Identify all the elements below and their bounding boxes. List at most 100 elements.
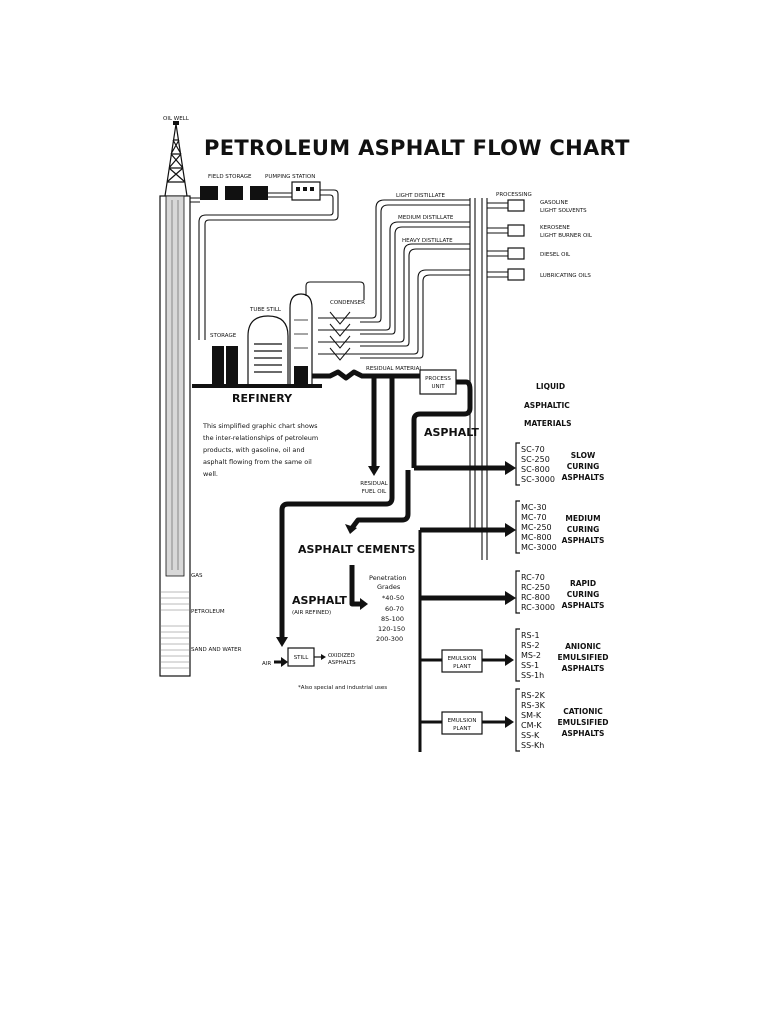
process-unit-line-2: UNIT xyxy=(431,384,445,390)
materials-label: MATERIALS xyxy=(524,419,571,428)
grade-label: RC-70 xyxy=(521,573,545,582)
pumping-station-icon xyxy=(291,181,321,201)
description-line-4: asphalt flowing from the same oil xyxy=(203,458,312,466)
asphalt-label: ASPHALT xyxy=(424,426,479,439)
air-label: AIR xyxy=(262,661,271,667)
grade-label: SS-Kh xyxy=(521,741,544,750)
product-light-solvents: LIGHT SOLVENTS xyxy=(540,208,587,214)
category-label: MEDIUM xyxy=(565,514,600,523)
process-unit-line-1: PROCESS xyxy=(425,376,451,382)
grade-label: RS-2K xyxy=(521,691,546,700)
process-unit-box xyxy=(419,369,457,395)
grade-label: CM-K xyxy=(521,721,542,730)
penetration-grade-4: 120-150 xyxy=(378,625,405,633)
grade-label: RC-800 xyxy=(521,593,550,602)
field-storage-tank-icon xyxy=(200,186,268,200)
emulsion-plant-cationic-line-1: EMULSION xyxy=(448,718,477,724)
refinery-label: REFINERY xyxy=(232,392,293,405)
category-label: CURING xyxy=(567,590,600,599)
field-storage-label: FIELD STORAGE xyxy=(208,174,252,180)
grade-label: RC-250 xyxy=(521,583,550,592)
category-label: ASPHALTS xyxy=(562,601,605,610)
processing-label: PROCESSING xyxy=(496,192,532,198)
category-label: ASPHALTS xyxy=(562,729,605,738)
group-bracket xyxy=(515,570,520,614)
refinery: STORAGE TUBE STILL CONDENSER RESIDUAL MA… xyxy=(192,281,457,495)
emulsion-plant-anionic-line-1: EMULSION xyxy=(448,656,477,662)
asphalt-cements-label: ASPHALT CEMENTS xyxy=(298,543,415,556)
emulsion-plant-box-anionic xyxy=(441,649,483,673)
description-line-5: well. xyxy=(203,470,218,478)
grade-label: MC-800 xyxy=(521,533,552,542)
grade-label: SC-70 xyxy=(521,445,545,454)
light-distillate-label: LIGHT DISTILLATE xyxy=(396,193,445,199)
category-label: CURING xyxy=(567,462,600,471)
distillate-lines: LIGHT DISTILLATE MEDIUM DISTILLATE HEAVY… xyxy=(360,192,593,560)
category-label: CURING xyxy=(567,525,600,534)
grade-label: MC-3000 xyxy=(521,543,557,552)
description-line-1: This simplified graphic chart shows xyxy=(202,422,318,430)
grade-label: MS-2 xyxy=(521,651,541,660)
grade-label: RS-2 xyxy=(521,641,540,650)
liquid-label: LIQUID xyxy=(536,382,565,391)
grade-label: SM-K xyxy=(521,711,542,720)
product-outlets xyxy=(487,199,525,281)
residual-fuel-oil-line-2: FUEL OIL xyxy=(362,489,387,495)
air-refined-asphalt-label: ASPHALT xyxy=(292,594,347,607)
asphalt-flow: ASPHALT ASPHALT CEMENTS Penetration Grad… xyxy=(262,376,516,752)
category-label: EMULSIFIED xyxy=(558,653,609,662)
group-bracket xyxy=(515,628,520,682)
storage-tank-icon xyxy=(212,346,238,384)
condenser-label: CONDENSER xyxy=(330,300,365,306)
asphaltic-label: ASPHALTIC xyxy=(524,401,570,410)
grade-label: SS-1 xyxy=(521,661,539,670)
grade-label: SC-800 xyxy=(521,465,550,474)
fractionating-column-icon xyxy=(289,293,313,384)
footnote: *Also special and industrial uses xyxy=(298,685,387,691)
emulsion-plant-box-cationic xyxy=(441,711,483,735)
gas-label: GAS xyxy=(191,573,203,579)
sand-water-label: SAND AND WATER xyxy=(191,647,242,653)
residual-material-label: RESIDUAL MATERIAL xyxy=(366,366,423,372)
well-casing xyxy=(165,195,185,577)
category-label: SLOW xyxy=(571,451,596,460)
penetration-grade-5: 200-300 xyxy=(376,635,403,643)
product-light-burner-oil: LIGHT BURNER OIL xyxy=(540,233,593,239)
oxidized-line-1: OXIDIZED xyxy=(328,653,355,659)
category-label: ASPHALTS xyxy=(562,473,605,482)
product-lubricating-oils: LUBRICATING OILS xyxy=(540,273,591,279)
storage-label: STORAGE xyxy=(210,333,237,339)
description-line-2: the inter-relationships of petroleum xyxy=(203,434,318,442)
product-kerosene: KEROSENE xyxy=(540,225,570,231)
grade-label: RS-1 xyxy=(521,631,540,640)
grade-groups: SC-70SC-250SC-800SC-3000SLOWCURINGASPHAL… xyxy=(515,442,609,752)
category-label: ANIONIC xyxy=(565,642,601,651)
grade-label: SS-1h xyxy=(521,671,544,680)
grade-label: SS-K xyxy=(521,731,540,740)
tube-still-label: TUBE STILL xyxy=(249,307,282,313)
residual-fuel-oil-line-1: RESIDUAL xyxy=(360,481,388,487)
penetration-heading-1: Penetration xyxy=(369,574,406,582)
group-bracket xyxy=(515,442,520,486)
penetration-grade-1: *40-50 xyxy=(382,594,404,602)
penetration-heading-2: Grades xyxy=(377,583,401,591)
description-line-3: products, with gasoline, oil and xyxy=(203,446,305,454)
product-diesel-oil: DIESEL OIL xyxy=(540,252,571,258)
chart-title: PETROLEUM ASPHALT FLOW CHART xyxy=(204,136,630,160)
penetration-grade-3: 85-100 xyxy=(381,615,404,623)
tube-still-icon xyxy=(247,315,289,384)
category-label: EMULSIFIED xyxy=(558,718,609,727)
category-label: CATIONIC xyxy=(563,707,603,716)
category-label: RAPID xyxy=(570,579,596,588)
penetration-grade-2: 60-70 xyxy=(385,605,404,613)
description: This simplified graphic chart shows the … xyxy=(202,422,318,478)
category-label: ASPHALTS xyxy=(562,536,605,545)
category-label: ASPHALTS xyxy=(562,664,605,673)
emulsion-plant-cationic-line-2: PLANT xyxy=(453,726,471,732)
grade-label: RC-3000 xyxy=(521,603,555,612)
pumping-station-label: PUMPING STATION xyxy=(265,174,315,180)
derrick-icon xyxy=(164,121,188,197)
product-gasoline: GASOLINE xyxy=(540,200,569,206)
group-bracket xyxy=(515,500,520,554)
